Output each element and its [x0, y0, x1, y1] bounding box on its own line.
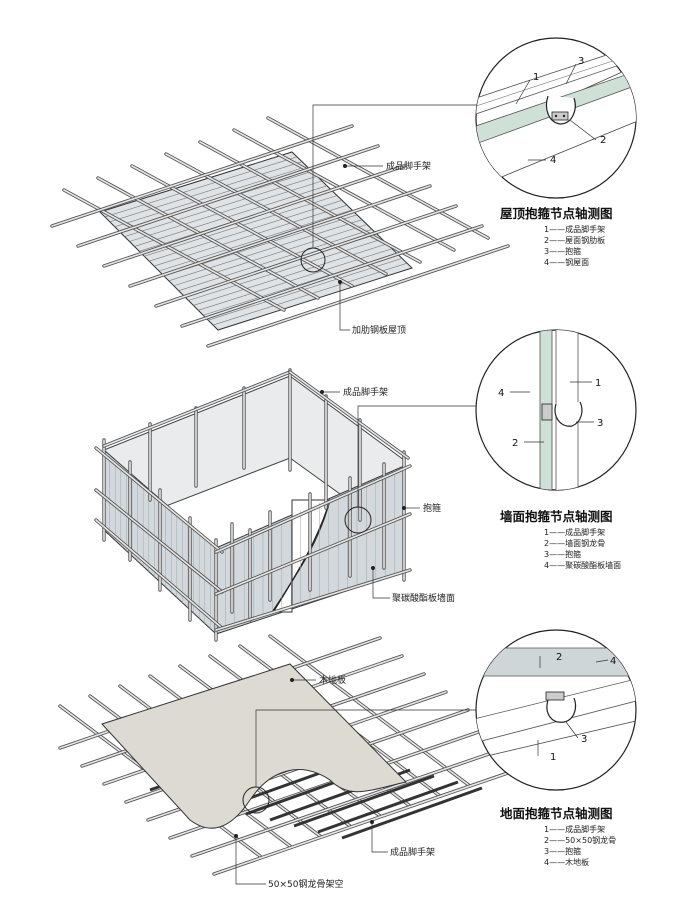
scaffold-pipe-highlight [129, 185, 431, 287]
roof-rib [109, 161, 303, 223]
wall-legend: 1——成品脚手架 2——墙面钢龙骨 3——抱箍 4——聚碳酸酯板墙面 [544, 527, 621, 570]
roof-rib [178, 229, 373, 291]
scaffold-pipe-highlight [215, 465, 411, 553]
floor-detail-title: 地面抱箍节点轴测图 [500, 806, 613, 821]
floor-detail-num-1: 1 [550, 752, 556, 763]
roof-detail-title: 屋顶抱箍节点轴测图 [500, 206, 613, 221]
scaffold-pipe-highlight [51, 125, 353, 227]
scaffold-pipe-highlight [103, 165, 405, 267]
floor-assembly: 木地板 成品脚手架 50×50钢龙骨架空 [58, 634, 536, 890]
roof-panel-label: 加肋钢板屋顶 [352, 324, 406, 336]
wall-legend-4: 4——聚碳酸酯板墙面 [544, 560, 621, 570]
roof-detail-num-2: 2 [600, 135, 606, 146]
floor-joist [341, 786, 483, 840]
scaffold-pipe-highlight [95, 489, 223, 593]
roof-rib [168, 219, 363, 282]
floor-joist [317, 780, 459, 834]
roof-legend-1: 1——成品脚手架 [544, 224, 605, 234]
scaffold-pipe-highlight [289, 371, 409, 459]
roof-rib [134, 185, 328, 247]
floor-legend-2: 2——50×50钢龙骨 [544, 835, 616, 845]
scaffold-pipe-highlight [269, 635, 471, 787]
roof-rib [124, 175, 318, 237]
scaffold-pipe-highlight [95, 519, 223, 629]
scaffold-pipe-highlight [267, 117, 489, 239]
scaffold-pipe-highlight [213, 763, 535, 875]
roof-detail-num-3: 3 [578, 56, 584, 67]
roof-detail-view: 1 3 2 4 [475, 37, 637, 199]
scaffold-pipe-highlight [77, 145, 379, 247]
floor-legend: 1——成品脚手架 2——50×50钢龙骨 3——抱箍 4——木地板 [544, 824, 616, 867]
scaffold-pipe-highlight [191, 745, 513, 857]
roof-detail-num-4: 4 [550, 155, 556, 166]
wall-detail-num-2: 2 [512, 438, 518, 449]
roof-rib [114, 166, 308, 228]
floor-detail-num-4: 4 [610, 656, 616, 667]
floor-joist-label: 50×50钢龙骨架空 [268, 878, 343, 890]
scaffold-pipe-highlight [199, 141, 421, 263]
wall-panel-label: 聚碳酸酯板墙面 [392, 592, 455, 604]
roof-legend-4: 4——钢屋面 [544, 257, 589, 267]
roof-rib [104, 156, 298, 218]
roof-rib [188, 238, 383, 301]
scaffold-pipe-highlight [95, 447, 223, 553]
wall-detail-view: 1 3 2 4 [475, 329, 637, 491]
wood-floor-panel [101, 663, 407, 829]
wall-scaffold-label: 成品脚手架 [343, 386, 388, 398]
wall-clamp-label: 抱箍 [423, 502, 441, 514]
roof-rib [149, 200, 343, 262]
wall-legend-3: 3——抱箍 [544, 549, 581, 559]
wall-legend-1: 1——成品脚手架 [544, 527, 605, 537]
roof-scaffold-pipes [50, 116, 510, 348]
scaffold-pipe-highlight [155, 205, 457, 307]
wall-detail-num-3: 3 [597, 418, 603, 429]
floor-scaffold-label: 成品脚手架 [390, 846, 435, 858]
floor-joist [293, 774, 435, 828]
wall-detail-num-1: 1 [595, 378, 601, 389]
scaffold-pipe-highlight [233, 129, 455, 251]
floor-legend-1: 1——成品脚手架 [544, 824, 605, 834]
scaffold-pipe-highlight [215, 569, 411, 631]
scaffold-pipe-highlight [103, 371, 291, 447]
roof-assembly: 成品脚手架 加肋钢板屋顶 [50, 104, 510, 348]
roof-legend-2: 2——屋面钢肋板 [544, 235, 605, 245]
wall-detail-title: 墙面抱箍节点轴测图 [500, 509, 613, 524]
floor-legend-3: 3——抱箍 [544, 846, 581, 856]
wall-assembly: 成品脚手架 抱箍 聚碳酸酯板墙面 [94, 368, 480, 642]
wall-detail-num-4: 4 [498, 388, 504, 399]
roof-legend-3: 3——抱箍 [544, 246, 581, 256]
scaffold-pipe-highlight [207, 245, 509, 347]
wood-floor-label: 木地板 [319, 674, 346, 686]
roof-legend: 1——成品脚手架 2——屋面钢肋板 3——抱箍 4——钢屋面 [544, 224, 605, 267]
roof-scaffold-label: 成品脚手架 [386, 160, 431, 172]
floor-legend-4: 4——木地板 [544, 857, 589, 867]
roof-detail-num-1: 1 [533, 72, 539, 83]
roof-rib [173, 224, 368, 287]
scaffold-pipe-highlight [215, 513, 411, 595]
wall-scaffold-pipes [94, 368, 412, 642]
wall-legend-2: 2——墙面钢龙骨 [544, 538, 605, 548]
floor-detail-num-2: 2 [556, 652, 562, 663]
floor-detail-view: 2 4 3 1 [475, 629, 637, 791]
floor-detail-num-3: 3 [581, 734, 587, 745]
scaffold-pipe-highlight [181, 225, 483, 327]
roof-rib [193, 243, 388, 306]
